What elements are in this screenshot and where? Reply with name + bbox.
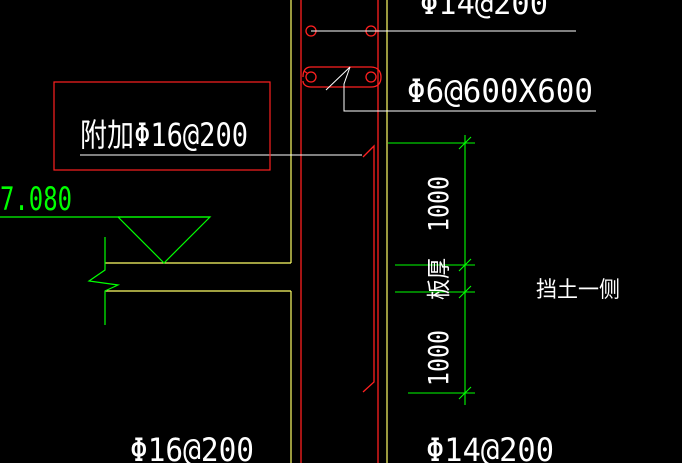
dim-text-slab-thickness: 板厚 [425,258,453,300]
rebar [300,0,382,463]
slab-break-line [87,237,121,325]
label-soil-side: 挡土一侧 [536,278,620,303]
tie-dot-left [305,71,317,83]
dim-text-upper: 1000 [422,176,455,232]
label-bottom-left-rebar: Φ16@200 [130,431,254,463]
tick-slab-bottom [458,285,472,299]
label-elevation: 7.080 [0,180,72,218]
tie-hook [302,66,382,88]
tick-bottom [458,386,472,400]
label-top-rebar: Φ14@200 [420,0,548,22]
tie-dot-right [365,71,377,83]
label-tie-rebar: Φ6@600X600 [407,72,593,110]
dim-text-lower: 1000 [422,330,455,386]
elevation-marker [0,216,212,264]
leaders [80,30,596,156]
additional-rebar-frame [53,81,271,171]
label-additional-rebar: 附加Φ16@200 [80,116,248,154]
concrete-outline [105,0,388,463]
tick-slab-top [458,258,472,272]
leader-tie-rebar [325,66,596,112]
elevation-triangle [117,216,212,264]
tick-top [458,136,472,150]
label-bottom-right-rebar: Φ14@200 [426,431,554,463]
additional-rebar-bar [362,144,375,393]
dimension-lines [388,135,475,405]
